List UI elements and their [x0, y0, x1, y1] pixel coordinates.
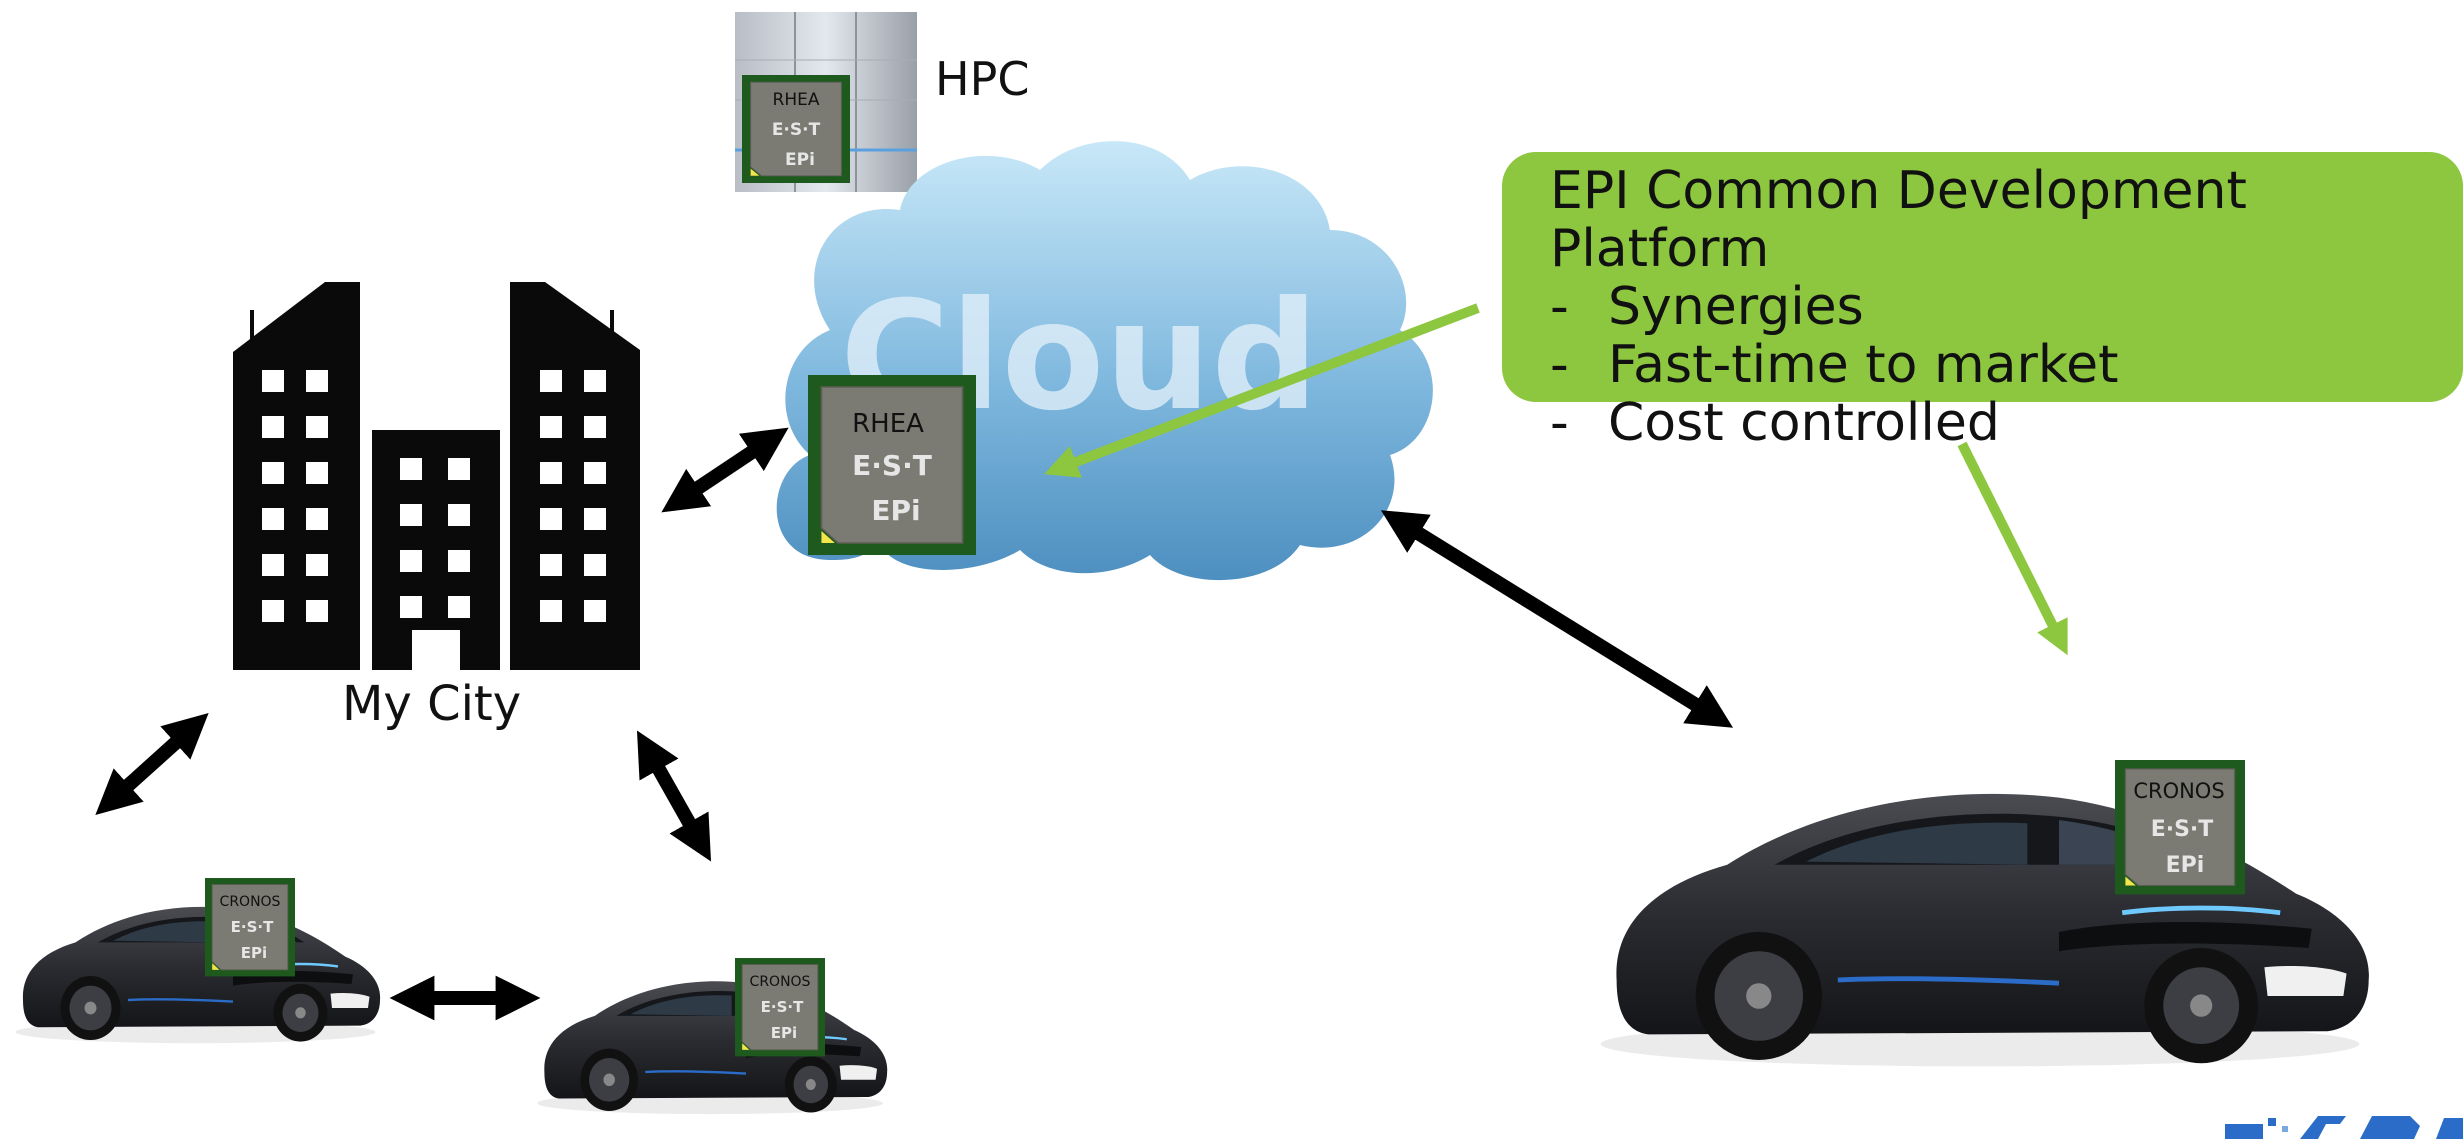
arrow-city-car-left	[95, 713, 209, 815]
callout-item: - Fast-time to market	[1550, 336, 2463, 394]
callout-title: EPI Common Development Platform	[1550, 161, 2247, 279]
callout-arrows	[1044, 303, 2068, 656]
callout-item-dash: -	[1550, 277, 1569, 337]
arrow-city-cloud	[661, 427, 789, 513]
arrow-cloud-car-right	[1380, 510, 1734, 728]
chip-car-middle-logo: EPi	[771, 1024, 797, 1042]
callout-item-dash: -	[1550, 335, 1569, 395]
chip-car-right: CRONOS E·S·T EPi	[2114, 759, 2246, 896]
chip-cloud-name: RHEA	[852, 409, 924, 439]
chip-car-left: CRONOS E·S·T EPi	[204, 877, 296, 977]
epi-logo-fragment	[2225, 1116, 2463, 1139]
chip-cloud: RHEA E·S·T EPi	[807, 374, 977, 556]
chip-car-left-name: CRONOS	[220, 894, 281, 910]
callout-box: EPI Common Development Platform - Synerg…	[1502, 152, 2463, 452]
arrow-callout-cloud-chip	[1044, 303, 1480, 478]
sports-car-icon-right	[1601, 794, 2369, 1067]
chip-car-left-logo: EPi	[241, 944, 267, 962]
connection-arrows	[95, 427, 1734, 1021]
callout-item: - Cost controlled	[1550, 394, 2463, 452]
callout-item-dash: -	[1550, 393, 1569, 453]
callout-item-text: Fast-time to market	[1608, 335, 2119, 395]
chip-car-right-logo: EPi	[2166, 853, 2205, 878]
chip-cloud-brand: E·S·T	[852, 449, 932, 482]
label-city: My City	[342, 676, 521, 732]
callout-item: - Synergies	[1550, 278, 2463, 336]
callout-item-text: Synergies	[1608, 277, 1864, 337]
chip-hpc-brand: E·S·T	[772, 120, 821, 140]
sports-car-icon-middle	[536, 980, 889, 1116]
callout-item-text: Cost controlled	[1608, 393, 2000, 453]
chip-car-left-brand: E·S·T	[231, 918, 274, 936]
chip-car-middle-name: CRONOS	[750, 974, 811, 990]
buildings-icon	[233, 282, 640, 670]
chip-hpc-logo: EPi	[785, 150, 815, 170]
label-hpc: HPC	[935, 52, 1029, 106]
chip-car-middle-brand: E·S·T	[761, 998, 804, 1016]
sports-car-icon-left	[14, 905, 382, 1045]
chip-car-middle: CRONOS E·S·T EPi	[734, 957, 826, 1057]
chip-car-right-brand: E·S·T	[2151, 817, 2214, 842]
arrow-city-car-middle	[636, 730, 712, 862]
arrow-callout-car	[1957, 441, 2068, 656]
chip-cloud-logo: EPi	[871, 494, 920, 527]
chip-hpc-name: RHEA	[773, 90, 820, 110]
chip-car-right-name: CRONOS	[2133, 779, 2224, 803]
chip-hpc: RHEA E·S·T EPi	[741, 74, 851, 184]
